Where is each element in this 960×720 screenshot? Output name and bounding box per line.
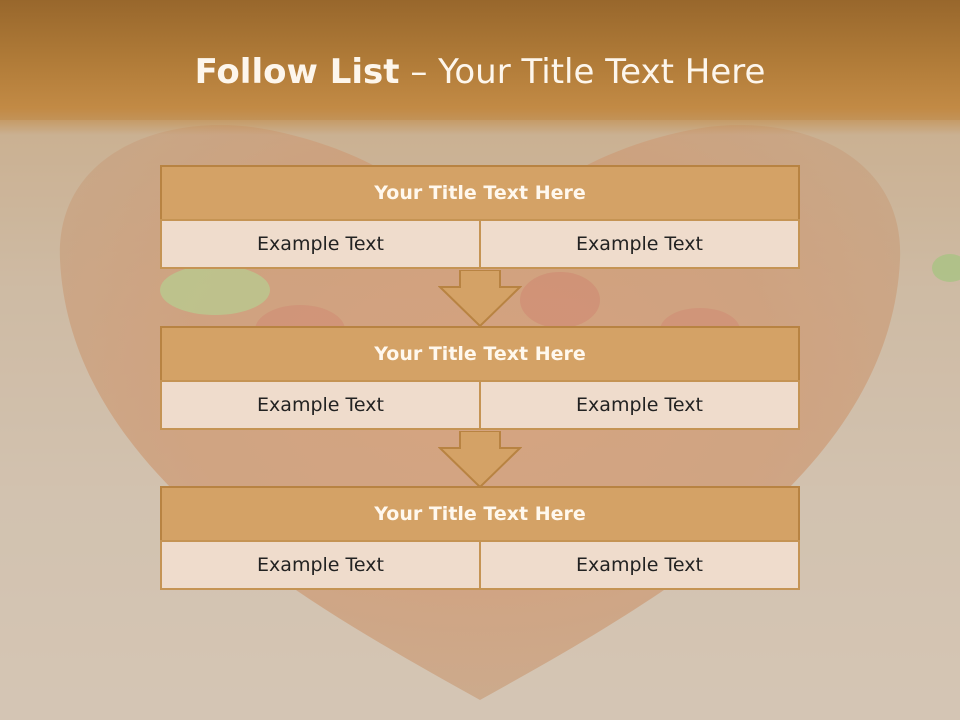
block-title: Your Title Text Here	[160, 486, 800, 542]
block-cell-right: Example Text	[479, 540, 800, 590]
block-cell-left: Example Text	[160, 380, 481, 430]
block-cell-right: Example Text	[479, 380, 800, 430]
block-cell-right: Example Text	[479, 219, 800, 269]
slide-title-bold: Follow List	[194, 52, 400, 92]
block-row: Example Text Example Text	[160, 219, 800, 269]
block-title: Your Title Text Here	[160, 165, 800, 221]
block-cell-left: Example Text	[160, 219, 481, 269]
block-title: Your Title Text Here	[160, 326, 800, 382]
slide-title-rest: – Your Title Text Here	[399, 52, 766, 92]
block-row: Example Text Example Text	[160, 540, 800, 590]
header-band	[0, 0, 960, 135]
block-cell-left: Example Text	[160, 540, 481, 590]
slide-title: Follow List – Your Title Text Here	[0, 52, 960, 92]
down-arrow-icon	[438, 270, 522, 328]
list-block-2: Your Title Text Here Example Text Exampl…	[160, 326, 800, 430]
block-row: Example Text Example Text	[160, 380, 800, 430]
list-block-3: Your Title Text Here Example Text Exampl…	[160, 486, 800, 590]
list-block-1: Your Title Text Here Example Text Exampl…	[160, 165, 800, 269]
down-arrow-icon	[438, 431, 522, 489]
